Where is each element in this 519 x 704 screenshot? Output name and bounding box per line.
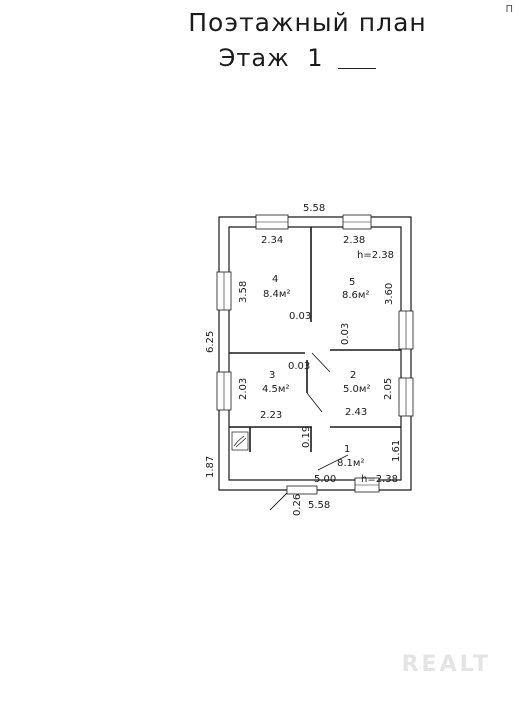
room-1-length: 1.61 <box>391 440 402 462</box>
room-5-width: 2.38 <box>343 235 365 246</box>
room-2-length: 2.05 <box>383 378 394 400</box>
watermark-logo: REALT <box>401 652 491 677</box>
room-2-width: 2.43 <box>345 407 367 418</box>
wall-thickness-room3: 0.03 <box>288 361 310 372</box>
partition-thickness: 0.19 <box>301 426 312 448</box>
floor-number-underline <box>338 68 376 69</box>
room-4-length: 3.58 <box>238 281 249 303</box>
floor-word: Этаж <box>218 44 290 72</box>
room-1-width: 5.00 <box>314 474 336 485</box>
room-5-number: 5 <box>349 277 355 288</box>
entrance <box>286 485 318 495</box>
room-1-number: 1 <box>344 444 350 455</box>
corner-mark: П <box>505 4 513 15</box>
room-2-area: 5.0м² <box>343 384 370 395</box>
room-3-length: 2.03 <box>238 378 249 400</box>
dim-outer-left-lower: 1.87 <box>205 456 216 478</box>
dim-outer-top: 5.58 <box>303 203 325 214</box>
door-swings <box>269 352 349 511</box>
room-1-area: 8.1м² <box>337 458 364 469</box>
room-3-width: 2.23 <box>260 410 282 421</box>
floor-label: Этаж 1 <box>16 44 519 72</box>
dim-outer-left-upper: 6.25 <box>205 331 216 353</box>
wall-thickness-room4: 0.03 <box>289 311 311 322</box>
window-glass-lines <box>223 221 407 486</box>
room-5-length: 3.60 <box>384 283 395 305</box>
room-5-area: 8.6м² <box>342 290 369 301</box>
plan-title: Поэтажный план <box>188 8 427 37</box>
dim-outer-bottom: 5.58 <box>308 500 330 511</box>
floor-number: 1 <box>307 44 324 72</box>
room-4-area: 8.4м² <box>263 289 290 300</box>
wall-thickness-room5: 0.03 <box>340 323 351 345</box>
room-1-height: h=2.38 <box>361 474 398 485</box>
room-4-number: 4 <box>272 274 278 285</box>
room-3-number: 3 <box>269 370 275 381</box>
room-2-number: 2 <box>350 370 356 381</box>
room-4-width: 2.34 <box>261 235 283 246</box>
room-3-area: 4.5м² <box>262 384 289 395</box>
dim-entrance: 0.26 <box>292 494 303 516</box>
stairs <box>231 431 249 451</box>
interior-walls <box>229 227 401 452</box>
room-5-height: h=2.38 <box>357 250 394 261</box>
